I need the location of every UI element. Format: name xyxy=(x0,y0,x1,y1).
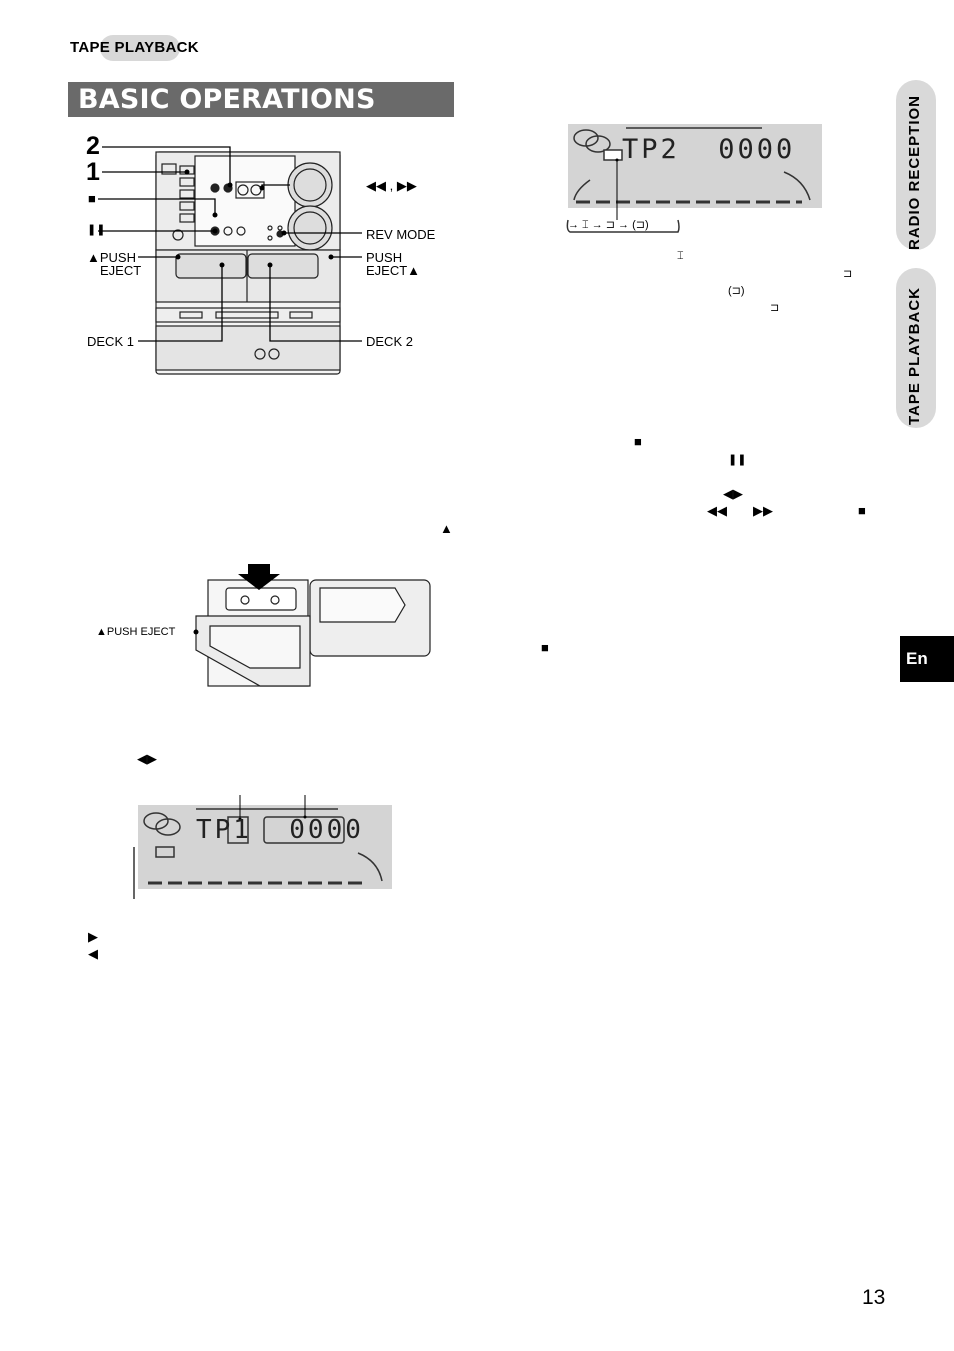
step-2-marker: 2 xyxy=(86,132,100,160)
callout-lines xyxy=(98,146,362,342)
language-tab: En xyxy=(900,636,954,682)
rev-mode-sequence: → ⌶ → ⊐ → (⊐) xyxy=(568,219,649,231)
rev-mode-label: REV MODE xyxy=(366,227,436,242)
push-eject-left-line2: EJECT xyxy=(100,263,142,278)
stop-symbol-right: ■ xyxy=(634,434,642,449)
section-tag-label: TAPE PLAYBACK xyxy=(70,39,199,56)
pause-symbol: ❚❚ xyxy=(87,224,106,236)
stereo-unit-illustration xyxy=(155,151,341,375)
rev-one-side-icon: ⌶ xyxy=(677,250,684,262)
side-tab-radio-pill xyxy=(896,80,936,250)
display-tp1-illustration xyxy=(133,795,392,899)
rev-relay-icon: (⊐) xyxy=(728,285,745,297)
side-tab-tape-pill xyxy=(896,268,936,428)
rev-both-sides-icon-2: ⊐ xyxy=(770,302,780,314)
rev-both-sides-icon: ⊐ xyxy=(843,268,853,280)
rew-symbol: ◀◀ xyxy=(707,503,727,518)
stop-symbol-right-2: ■ xyxy=(858,503,866,518)
stop-symbol: ■ xyxy=(88,191,96,206)
step-1-marker: 1 xyxy=(86,158,100,186)
eject-symbol: ▲ xyxy=(440,521,453,536)
side-tab-tape-playback: TAPE PLAYBACK xyxy=(906,286,923,425)
section-tag-pill xyxy=(100,35,180,61)
push-eject-left-line1: ▲PUSH xyxy=(87,250,136,265)
display-text-tp1: TP1 0000 xyxy=(196,815,364,845)
display-text-tp2: TP2 0000 xyxy=(622,134,796,165)
push-eject-right-line2: EJECT▲ xyxy=(366,263,421,278)
deck-2-label: DECK 2 xyxy=(366,334,413,349)
deck-1-label: DECK 1 xyxy=(87,334,134,349)
cassette-push-eject-label: ▲PUSH EJECT xyxy=(96,626,176,638)
side-tab-radio-reception: RADIO RECEPTION xyxy=(906,94,923,250)
display-tp2-illustration xyxy=(566,124,822,233)
ff-symbol: ▶▶ xyxy=(753,503,773,518)
rew-ff-label: ◀◀ , ▶▶ xyxy=(366,178,417,193)
push-eject-right-line1: PUSH xyxy=(366,250,403,265)
forward-symbol: ▶ xyxy=(88,929,98,944)
reverse-symbol: ◀ xyxy=(88,946,98,961)
pause-symbol-right: ❚❚ xyxy=(728,454,747,466)
play-symbol-left: ◀▶ xyxy=(137,751,157,766)
page-title: BASIC OPERATIONS xyxy=(68,82,454,117)
stop-symbol-right-3: ■ xyxy=(541,640,549,655)
page-number: 13 xyxy=(862,1286,886,1309)
cassette-insert-illustration xyxy=(193,564,431,687)
play-symbol-right: ◀▶ xyxy=(723,486,743,501)
section-tag: TAPE PLAYBACK xyxy=(62,33,222,63)
